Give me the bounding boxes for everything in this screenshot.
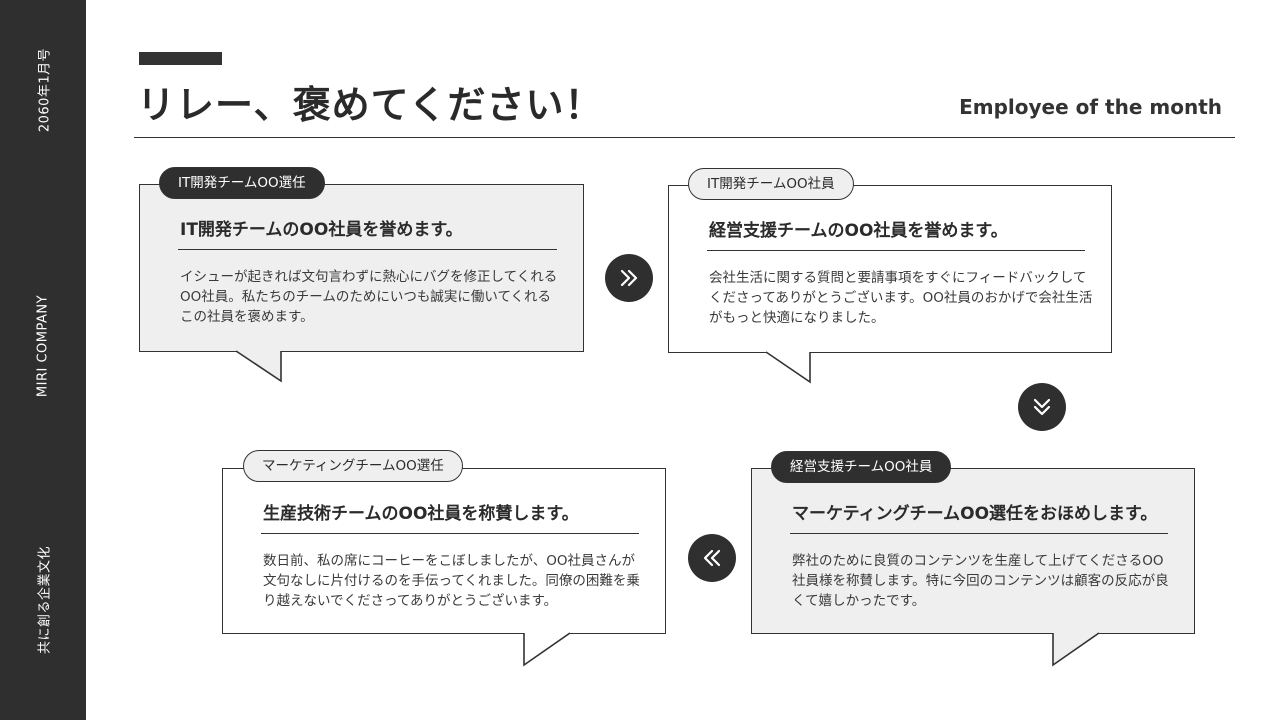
card-tag-4: マーケティングチームOO選任 [243,450,463,482]
card-divider [261,533,639,534]
praise-card-4: 生産技術チームのOO社員を称賛します。 数日前、私の席にコーヒーをこぼしましたが… [222,468,666,634]
praise-card-2: 経営支援チームのOO社員を誉めます。 会社生活に関する質問と要請事項をすぐにフィ… [668,185,1112,353]
card-heading: 生産技術チームのOO社員を称賛します。 [263,504,579,524]
header-divider [134,137,1235,138]
card-heading: IT開発チームのOO社員を誉めます。 [180,220,463,240]
double-chevron-left-icon [703,549,721,567]
card-tag-2: IT開発チームOO社員 [688,168,854,200]
double-chevron-down-icon [1033,398,1051,416]
speech-tail [765,351,811,384]
card-divider [707,250,1085,251]
praise-card-3: マーケティングチームOO選任をおほめします。 弊社のために良質のコンテンツを生産… [751,468,1195,634]
praise-card-1: IT開発チームのOO社員を誉めます。 イシューが起きれば文句言わずに熱心にバグを… [139,184,584,352]
speech-tail [235,350,282,383]
card-divider [790,533,1168,534]
card-heading: マーケティングチームOO選任をおほめします。 [792,504,1158,524]
title-accent-bar [139,52,222,65]
speech-tail [1052,632,1100,667]
card-divider [178,249,557,250]
card-body: 弊社のために良質のコンテンツを生産して上げてくださるOO社員様を称賛します。特に… [792,553,1169,609]
speech-tail [523,632,571,667]
card-tag-1: IT開発チームOO選任 [159,167,325,199]
down-button[interactable] [1018,383,1066,431]
next-button[interactable] [605,254,653,302]
prev-button[interactable] [688,534,736,582]
page-subtitle: Employee of the month [959,95,1222,119]
card-body: 会社生活に関する質問と要請事項をすぐにフィードバックしてくださってありがとうござ… [709,270,1093,326]
card-heading: 経営支援チームのOO社員を誉めます。 [709,221,1008,241]
company-name: MIRI COMPANY [35,294,51,398]
issue-label: 2060年1月号 [37,47,53,133]
card-body: 数日前、私の席にコーヒーをこぼしましたが、OO社員さんが文句なしに片付けるのを手… [263,553,640,609]
sidebar: 2060年1月号 MIRI COMPANY 共に創る企業文化 [0,0,86,720]
page-title: リレー、褒めてください！ [137,83,604,127]
card-tag-3: 経営支援チームOO社員 [771,451,952,483]
card-body: イシューが起きれば文句言わずに熱心にバグを修正してくれるOO社員。私たちのチーム… [180,269,558,325]
double-chevron-right-icon [620,269,638,287]
slogan: 共に創る企業文化 [37,545,53,655]
